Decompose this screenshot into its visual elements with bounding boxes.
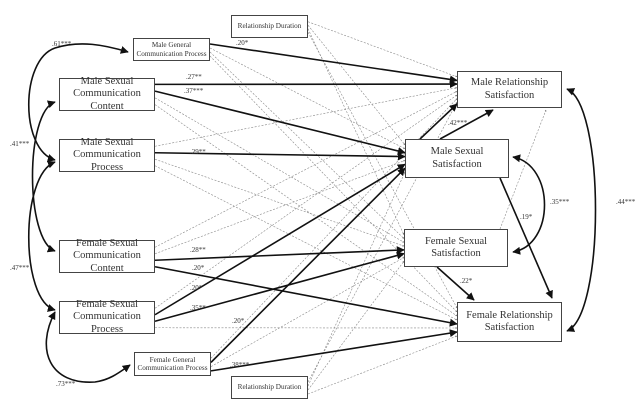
coef-corr-mss-fss: .35*** (550, 198, 570, 206)
path-fscc-frs (154, 265, 458, 327)
correlation-arc-mss-fss (512, 154, 546, 255)
path-rd_top-fss (307, 28, 405, 236)
path-fscc-mss (154, 160, 406, 255)
path-fgcp-fss (210, 257, 405, 367)
node-mrs: Male Relationship Satisfaction (457, 71, 562, 108)
coef-mss-frs: .19* (520, 213, 533, 221)
coef-corr-mscp-fscp: .47*** (10, 264, 30, 272)
coef-corr-mscc-fscc: .41*** (10, 140, 30, 148)
correlation-arc-fscp-fgcp (45, 311, 131, 383)
coef-fgcp-mss: .20* (232, 317, 245, 325)
path-fscc-fss (154, 246, 405, 262)
path-fgcp-mss (210, 167, 406, 363)
path-mscc-fss (154, 97, 405, 243)
node-frs: Female Relationship Satisfaction (457, 302, 562, 342)
path-mgcp-fss (209, 51, 405, 239)
path-rd_bottom-frs (307, 335, 458, 395)
coef-fscc-fss: .28** (190, 246, 206, 254)
coef-fscc-frs: .20* (192, 264, 205, 272)
path-fss-frs (436, 266, 475, 301)
path-fscp-mrs (154, 94, 458, 309)
node-mss: Male Sexual Satisfaction (405, 139, 509, 178)
coef-corr-mrs-frs: .44*** (616, 198, 636, 206)
node-mgcp: Male General Communication Process (133, 38, 210, 61)
coef-corr-fscp-fgcp: .73*** (56, 380, 76, 388)
node-fgcp: Female General Communication Process (134, 352, 211, 376)
path-mss-frs (499, 177, 553, 299)
node-fscc: Female Sexual Communication Content (59, 238, 155, 274)
path-fscp-mss (154, 163, 406, 316)
path-mscc-mss (154, 90, 406, 155)
coef-mgcp-mrs: .20* (236, 39, 249, 47)
path-rd_bottom-fss (307, 260, 405, 391)
correlation-arc-mscc-fscc (31, 100, 56, 253)
path-mgcp-mss (209, 47, 406, 150)
path-rd_top-mss (307, 25, 406, 146)
correlation-arc-mscp-fscp (28, 160, 56, 312)
coef-fscp-mss: .20* (190, 284, 203, 292)
correlation-arc-mrs-frs (566, 88, 597, 332)
path-fss-mrs (499, 109, 547, 230)
node-fss: Female Sexual Satisfaction (404, 229, 508, 267)
path-rd_top-mrs (307, 21, 458, 78)
path-mss-mrs (439, 109, 494, 140)
coef-fss-frs: .22* (460, 277, 473, 285)
coef-corr-mgcp-mscp: .61*** (52, 40, 72, 48)
coef-mss-mrs: .42*** (448, 119, 468, 127)
node-rd-top: Relationship Duration (231, 15, 308, 38)
coef-mscc-mrs: .27** (186, 73, 202, 81)
path-mss-mrs-a (419, 103, 458, 140)
path-mscp-frs (154, 165, 458, 321)
node-fscp: Female Sexual Communication Process (59, 299, 155, 335)
path-rd_bottom-mss (307, 171, 406, 387)
path-fgcp-frs (210, 329, 458, 372)
path-mgcp-mrs (209, 43, 458, 84)
node-rd-bottom: Relationship Duration (231, 376, 308, 399)
node-mscp: Male Sexual Communication Process (59, 137, 155, 173)
coef-mscc-mss: .37*** (184, 87, 204, 95)
coef-fgcp-frs: .38*** (230, 361, 250, 369)
path-mscp-fss (154, 158, 405, 247)
node-mscc: Male Sexual Communication Content (59, 76, 155, 112)
path-fscc-mrs (154, 91, 458, 248)
path-mscp-mrs (154, 87, 458, 147)
path-fscp-fss (154, 251, 405, 323)
path-mscp-mss (154, 151, 406, 161)
path-mscc-frs (154, 104, 458, 317)
coef-fscp-fss: .35** (190, 304, 206, 312)
coef-mscp-mss: .29** (190, 148, 206, 156)
